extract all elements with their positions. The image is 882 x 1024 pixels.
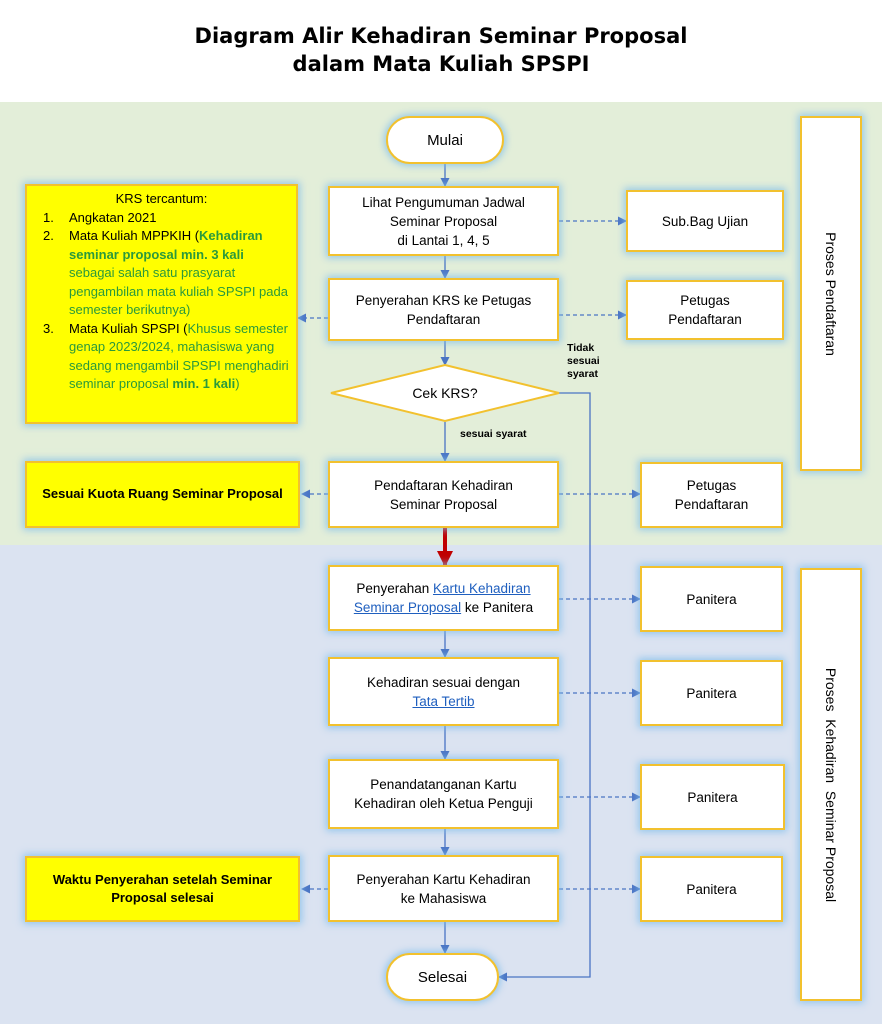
end-terminal: Selesai bbox=[386, 953, 499, 1001]
diagram-title: Diagram Alir Kehadiran Seminar Proposal … bbox=[194, 24, 688, 76]
krs-requirements-list: 1.Angkatan 2021 2.Mata Kuliah MPPKIH (Ke… bbox=[33, 209, 290, 394]
phase-registration-label: Proses Pendaftaran bbox=[823, 231, 839, 356]
decision-label: Cek KRS? bbox=[412, 385, 478, 401]
decision-yes-label: sesuai syarat bbox=[460, 428, 527, 440]
rejected-path-arrow bbox=[498, 392, 591, 982]
actor-panitera-4: Panitera bbox=[640, 856, 783, 922]
list-item: 1.Angkatan 2021 bbox=[43, 209, 157, 225]
decision-diamond bbox=[330, 363, 560, 423]
attendance-card-link-cont[interactable]: Seminar Proposal bbox=[353, 600, 462, 615]
phase-attendance-label: Proses Kehadiran Seminar Proposal bbox=[823, 667, 839, 902]
list-item: 2.Mata Kuliah MPPKIH (Kehadiran seminar … bbox=[43, 228, 288, 317]
actor-subbag-ujian: Sub.Bag Ujian bbox=[626, 190, 784, 252]
actor-panitera-2: Panitera bbox=[640, 660, 783, 726]
actor-panitera-1: Panitera bbox=[640, 566, 783, 632]
rules-link[interactable]: Tata Tertib bbox=[412, 693, 475, 709]
handover-time-note: Waktu Penyerahan setelah Seminar Proposa… bbox=[25, 856, 300, 922]
attendance-card-link[interactable]: Kartu Kehadiran bbox=[432, 581, 531, 596]
phase-registration-panel: Proses Pendaftaran bbox=[800, 116, 862, 471]
start-terminal: Mulai bbox=[386, 116, 504, 164]
list-item: 3.Mata Kuliah SPSPI (Khusus semester gen… bbox=[43, 320, 289, 392]
krs-requirements-note: KRS tercantum: 1.Angkatan 2021 2.Mata Ku… bbox=[25, 184, 298, 424]
quota-note: Sesuai Kuota Ruang Seminar Proposal bbox=[25, 461, 300, 528]
decision-no-label: Tidak sesuai syarat bbox=[567, 342, 600, 380]
phase-attendance-panel: Proses Kehadiran Seminar Proposal bbox=[800, 568, 862, 1001]
actor-panitera-3: Panitera bbox=[640, 764, 785, 830]
